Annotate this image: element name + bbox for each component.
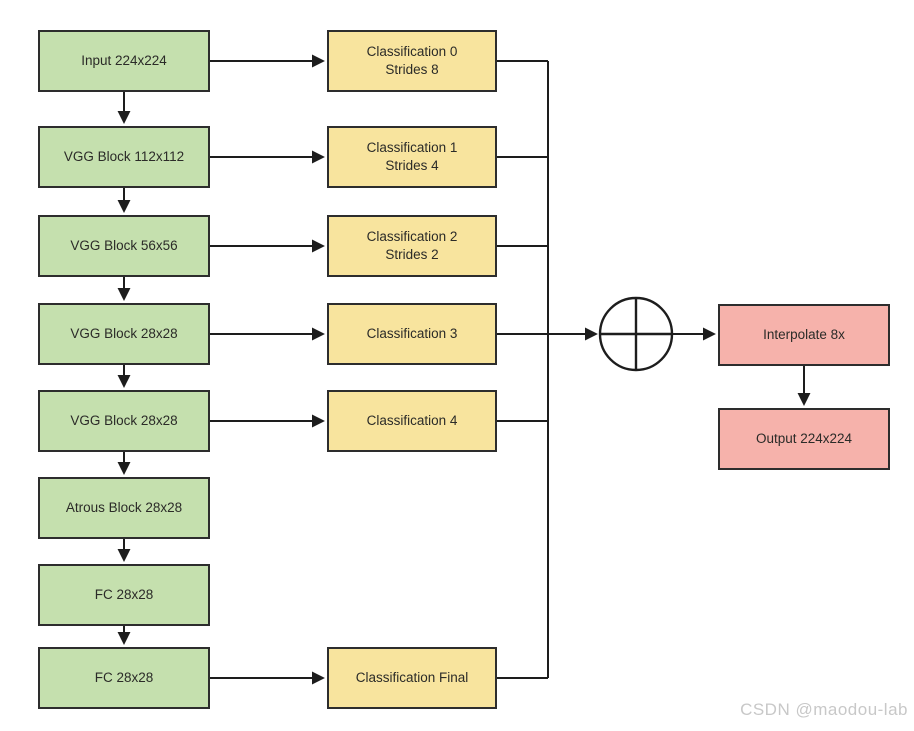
node-classification-final: Classification Final [327, 647, 497, 709]
node-vgg-block-28x28-b: VGG Block 28x28 [38, 390, 210, 452]
node-atrous-block-28x28: Atrous Block 28x28 [38, 477, 210, 539]
node-classification-4: Classification 4 [327, 390, 497, 452]
node-interpolate-8x: Interpolate 8x [718, 304, 890, 366]
watermark-text: CSDN @maodou-lab [740, 700, 908, 719]
node-classification-3: Classification 3 [327, 303, 497, 365]
node-vgg-block-56x56: VGG Block 56x56 [38, 215, 210, 277]
node-vgg-block-28x28-a: VGG Block 28x28 [38, 303, 210, 365]
node-input-224x224: Input 224x224 [38, 30, 210, 92]
node-fc-28x28-a: FC 28x28 [38, 564, 210, 626]
node-output-224x224: Output 224x224 [718, 408, 890, 470]
node-fc-28x28-b: FC 28x28 [38, 647, 210, 709]
sum-plus-icon [598, 296, 674, 372]
node-classification-2: Classification 2 Strides 2 [327, 215, 497, 277]
node-classification-1: Classification 1 Strides 4 [327, 126, 497, 188]
node-classification-0: Classification 0 Strides 8 [327, 30, 497, 92]
node-vgg-block-112x112: VGG Block 112x112 [38, 126, 210, 188]
